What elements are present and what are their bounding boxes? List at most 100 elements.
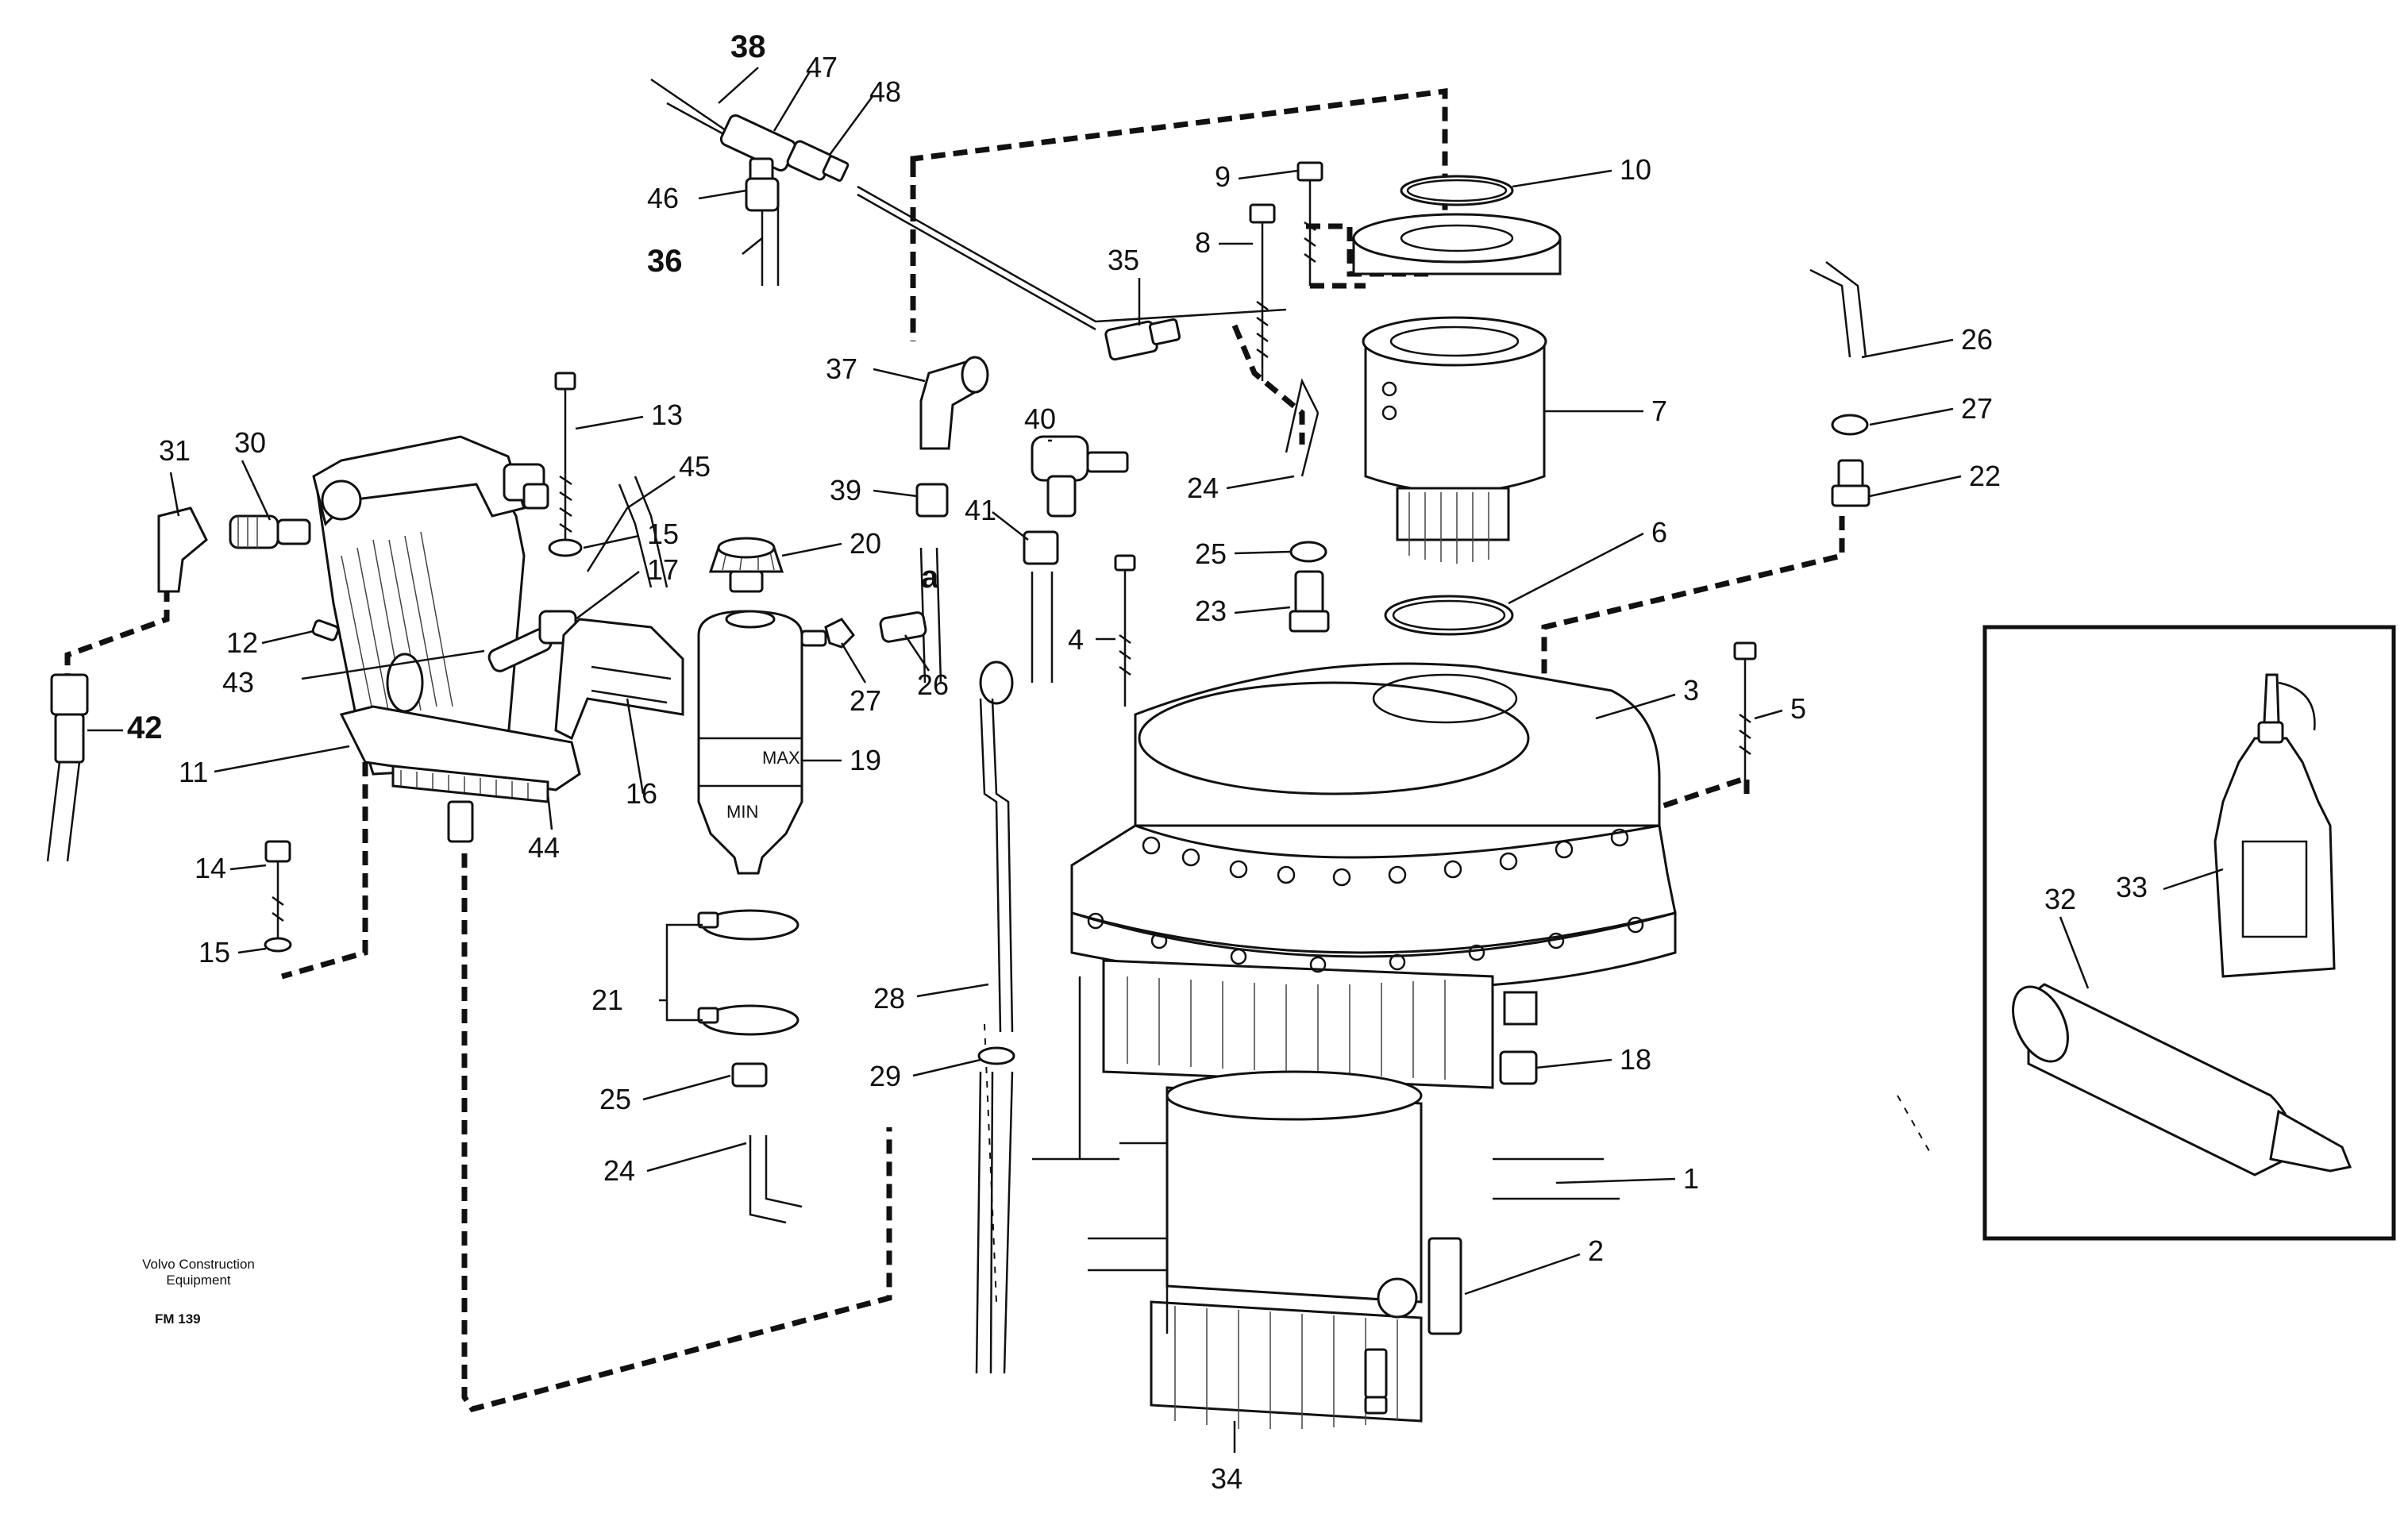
label-10: 10 <box>1620 153 1651 186</box>
label-29: 29 <box>869 1060 901 1092</box>
hose-24-upper <box>1285 378 1320 477</box>
label-6: 6 <box>1651 516 1667 549</box>
adapter-7-top <box>1362 316 1547 367</box>
label-9: 9 <box>1215 160 1231 193</box>
hose-36 <box>761 206 780 286</box>
leader-3 <box>1595 693 1676 720</box>
hose-38-long <box>857 185 1287 331</box>
fitting-22 <box>1837 459 1864 490</box>
leader-43 <box>301 649 485 680</box>
oil-tank-assembly: MAX MIN <box>697 537 927 1088</box>
elbow-37-port <box>961 356 989 394</box>
label-8: 8 <box>1195 226 1211 259</box>
leader-22 <box>1869 475 1962 498</box>
leader-39 <box>873 489 918 498</box>
label-44: 44 <box>528 831 560 864</box>
oil-bottle-33 <box>2213 737 2336 978</box>
bolt-5-shank <box>1739 659 1751 794</box>
tank-max-mark: MAX <box>762 748 800 768</box>
valve-40 <box>1031 435 1089 482</box>
bracket-16 <box>554 618 684 741</box>
leader-11 <box>214 745 350 773</box>
label-19: 19 <box>850 744 881 776</box>
adapter-30-end <box>276 518 311 545</box>
label-43: 43 <box>222 666 254 699</box>
label-25-lower: 25 <box>599 1083 631 1115</box>
hose-45 <box>618 476 668 588</box>
leader-15-lower <box>237 947 267 954</box>
label-27-left: 27 <box>850 684 881 717</box>
bolt-8-shank <box>1256 222 1269 381</box>
label-42: 42 <box>127 711 163 745</box>
label-41: 41 <box>965 494 996 526</box>
leader-6 <box>1508 532 1644 605</box>
label-2: 2 <box>1588 1234 1604 1267</box>
leader-26-right <box>1861 338 1954 359</box>
leader-36 <box>742 237 763 255</box>
label-40: 40 <box>1024 402 1056 435</box>
label-13: 13 <box>651 399 683 431</box>
label-47: 47 <box>806 51 838 83</box>
leader-5 <box>1754 709 1783 720</box>
leader-17 <box>575 571 640 620</box>
leader-lines <box>87 67 2224 1453</box>
label-46: 46 <box>647 182 679 214</box>
leader-10 <box>1512 169 1612 188</box>
bracket-and-bolts <box>264 372 684 953</box>
oil-tank-19 <box>697 610 803 875</box>
connector-48-tip <box>822 155 850 182</box>
tube-26-left <box>879 611 927 643</box>
valve-40-stem <box>1046 475 1077 518</box>
label-15-lower: 15 <box>198 936 230 969</box>
elbow-31 <box>157 506 208 593</box>
breather-18 <box>1503 991 1538 1026</box>
motor-flange-11 <box>339 705 581 791</box>
leader-26-left <box>903 634 930 672</box>
motor-port-plug <box>522 483 549 510</box>
label-37: 37 <box>826 352 857 385</box>
company-line-2: Equipment <box>166 1273 231 1288</box>
hydraulic-motor <box>50 435 581 843</box>
motor-shaft <box>447 800 474 843</box>
gearbox-plug <box>1377 1277 1418 1319</box>
clip-27-left <box>824 618 855 649</box>
nipple-23 <box>1294 570 1324 617</box>
bolt-14-head <box>264 840 291 863</box>
hose-41 <box>1031 572 1054 683</box>
hose-line-5 <box>1638 774 1750 817</box>
leader-21 <box>659 923 703 1022</box>
plug-18 <box>1499 1050 1538 1085</box>
motor-port-left <box>321 479 362 521</box>
nut-46 <box>745 177 780 212</box>
part-labels: 1 2 3 4 5 6 7 8 9 10 11 12 13 14 15 15 1… <box>127 29 2148 1495</box>
connector-35-tip <box>1148 318 1181 346</box>
gearbox-ring-gear-1 <box>1102 959 1494 1089</box>
label-1: 1 <box>1683 1162 1699 1195</box>
flange-plate-bore <box>1400 224 1514 252</box>
hose-line-port <box>1306 223 1429 277</box>
leader-2 <box>1464 1253 1581 1296</box>
leader-1 <box>1555 1177 1676 1184</box>
gearbox-bolt-lower <box>1364 1348 1388 1399</box>
hose-line-29 <box>984 1023 997 1303</box>
leader-12 <box>261 630 314 645</box>
leader-14 <box>229 864 267 871</box>
leader-37 <box>873 368 926 383</box>
hose-line-24-upper <box>1231 324 1305 445</box>
gearbox-top-bore <box>1372 673 1518 724</box>
tank-min-mark: MIN <box>726 802 758 822</box>
leader-47 <box>772 71 811 132</box>
leader-45 <box>586 475 676 572</box>
leader-31 <box>169 472 180 517</box>
label-26-right: 26 <box>1961 323 1993 356</box>
o-ring-6-inner <box>1392 599 1506 631</box>
o-ring-6 <box>1384 595 1514 636</box>
thin-line-box <box>1897 1095 1930 1152</box>
ring-gear-teeth <box>1127 976 1446 1080</box>
label-38: 38 <box>730 29 766 64</box>
leader-24-upper <box>1226 475 1295 490</box>
label-18: 18 <box>1620 1043 1651 1076</box>
label-27-right: 27 <box>1961 392 1993 425</box>
label-7: 7 <box>1651 395 1667 427</box>
